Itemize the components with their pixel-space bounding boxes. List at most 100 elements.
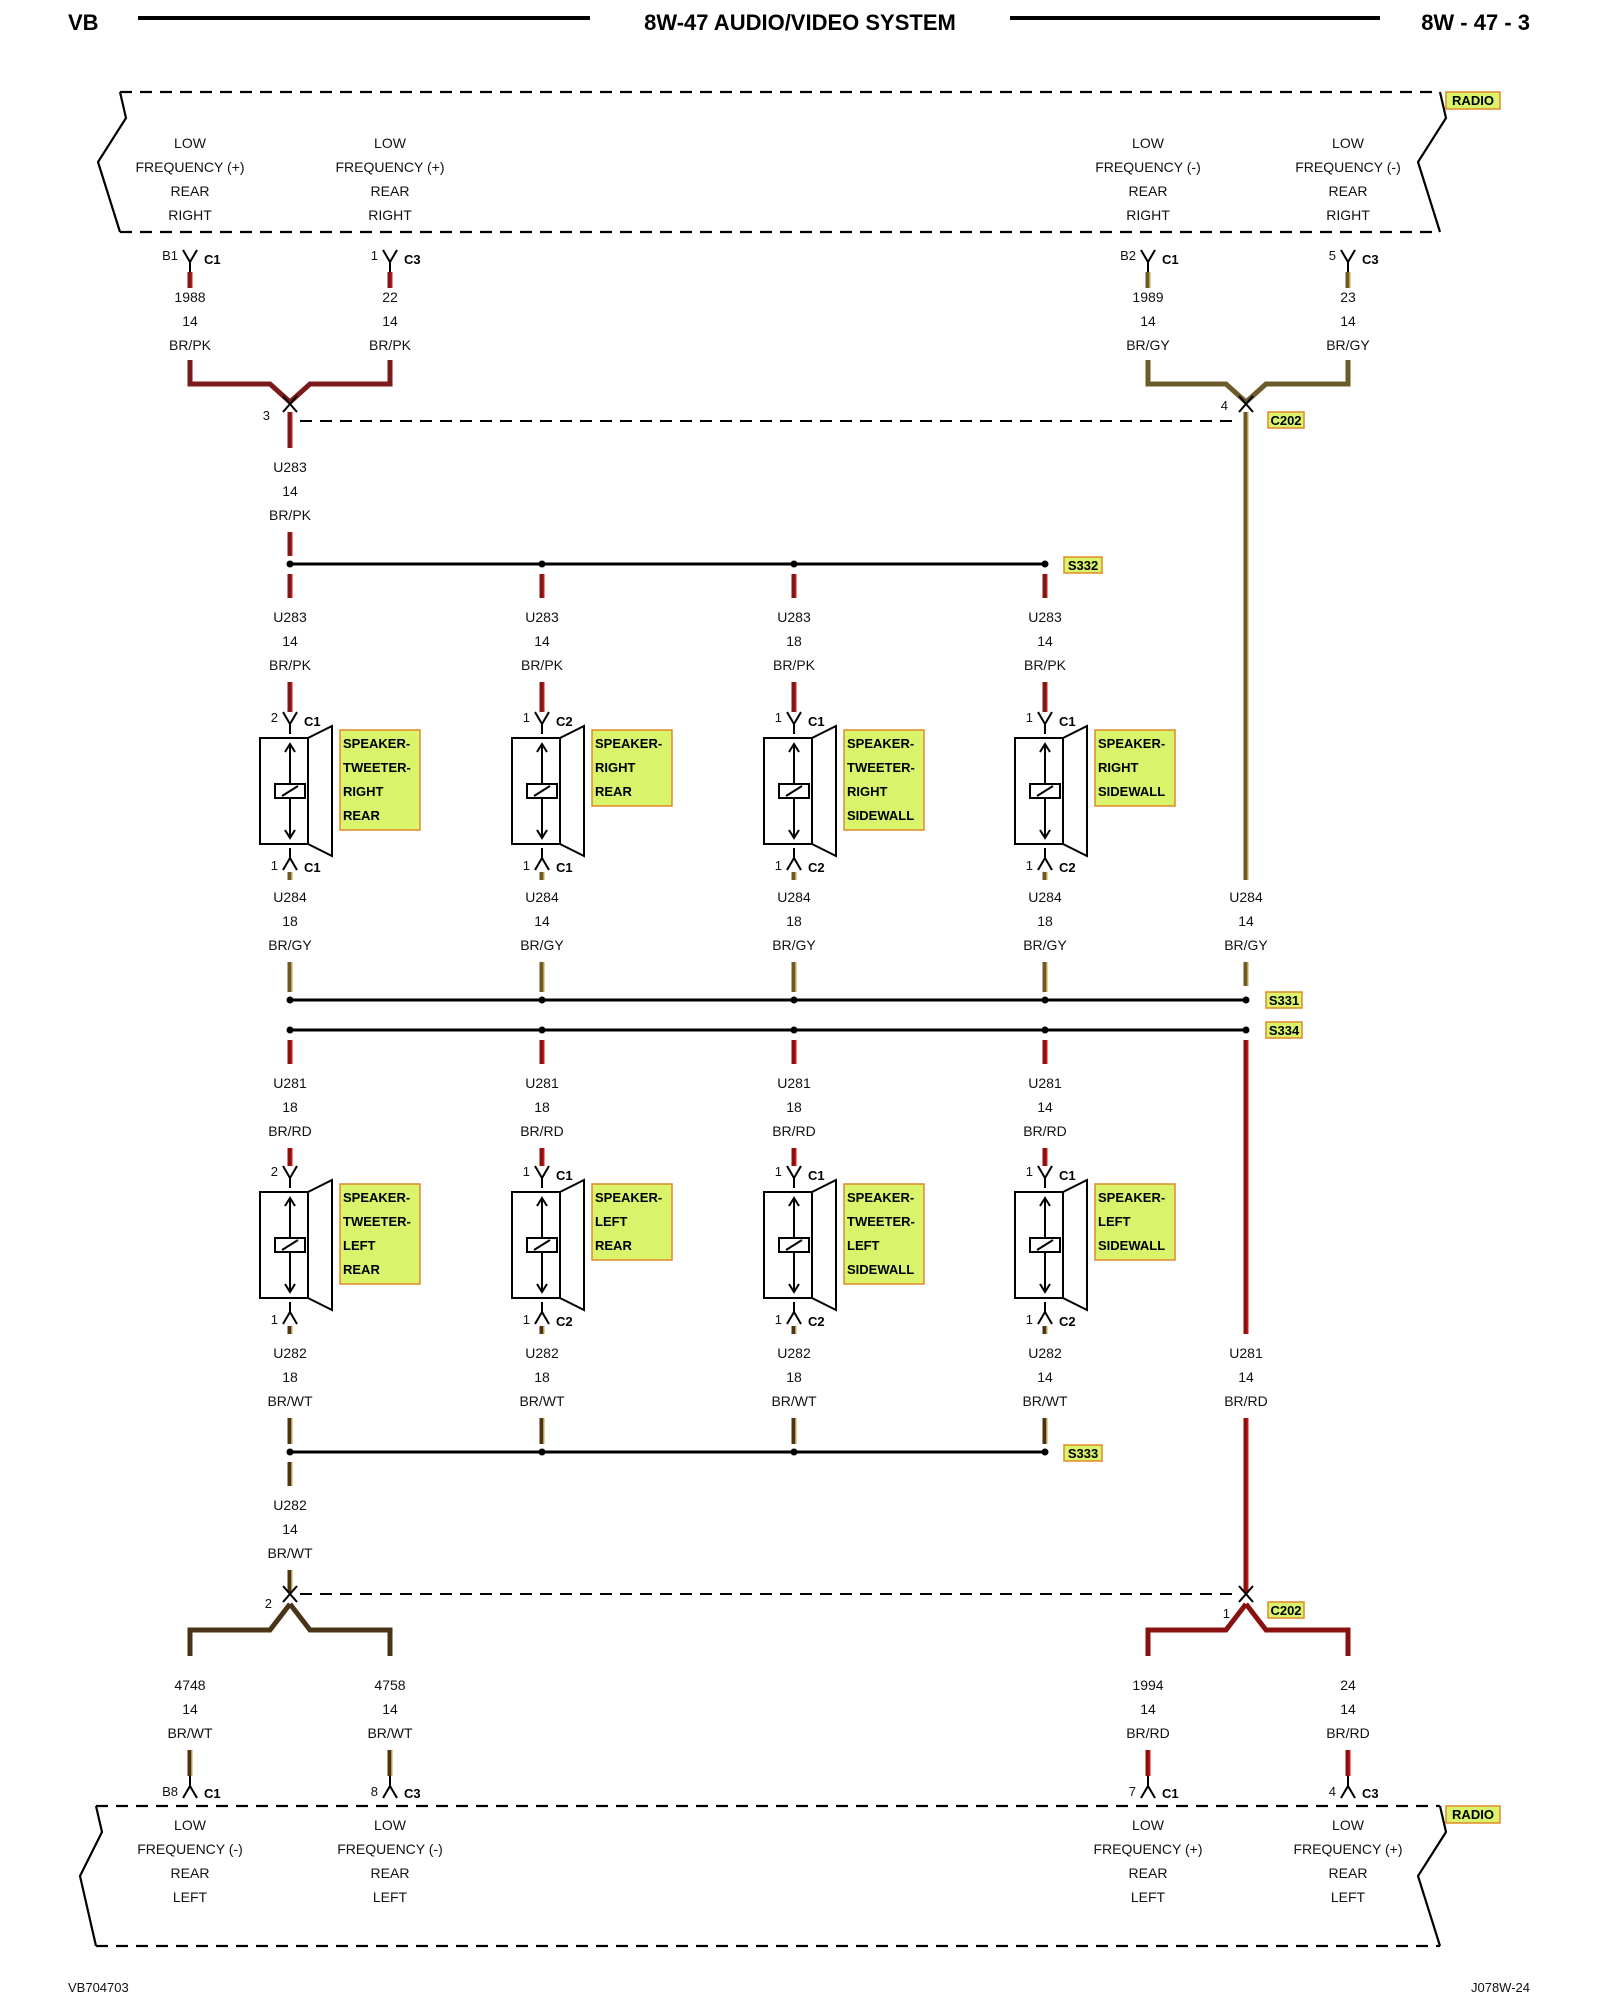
- right-speaker-bottom-gauge: 14: [534, 913, 550, 929]
- radio-bottom-connector-fork: [382, 1784, 398, 1799]
- wire-4748: [187, 1602, 292, 1656]
- radio-top-terminal-line4: RIGHT: [168, 207, 212, 223]
- u281-trunk-gauge: 14: [1238, 1369, 1254, 1385]
- left-speaker-4-speaker-arrow-up: [1039, 1196, 1051, 1207]
- left-speaker-3-label-line: LEFT: [847, 1238, 880, 1253]
- right-speaker-2-top-connector-fork: [534, 711, 550, 726]
- radio-bottom-border-left: [78, 1805, 104, 1947]
- radio-bottom-pin: B8: [162, 1784, 178, 1799]
- radio-bottom-conn: C1: [204, 1786, 221, 1801]
- left-speaker-top-gauge: 14: [1037, 1099, 1053, 1115]
- radio-top-connector-fork: [382, 249, 398, 264]
- splice-s331-dot: [538, 996, 546, 1004]
- right-speaker-4-label-line: SPEAKER-: [1098, 736, 1165, 751]
- radio-top-terminal-line1: LOW: [374, 135, 407, 151]
- right-speaker-2-bottom-conn: C1: [556, 860, 573, 875]
- left-speaker-2-top-connector-fork: [534, 1165, 550, 1180]
- left-speaker-2-top-pin: 1: [523, 1164, 530, 1179]
- radio-bottom-terminal-line1: LOW: [1132, 1817, 1165, 1833]
- left-speaker-3-label-line: TWEETER-: [847, 1214, 915, 1229]
- u281-trunk-circuit: U281: [1229, 1345, 1263, 1361]
- left-speaker-4-label-box: [1094, 1183, 1176, 1261]
- radio-top-wire-circuit: 22: [382, 289, 398, 305]
- right-speaker-3-top-pin: 1: [775, 710, 782, 725]
- radio-top-connector-fork: [1340, 249, 1356, 264]
- wire-1989: [1145, 360, 1248, 404]
- radio-top-terminal-line2: FREQUENCY (-): [1095, 159, 1201, 175]
- right-speaker-1-label-box: [339, 729, 421, 831]
- right-speaker-2-speaker-arrow-up: [536, 742, 548, 753]
- splice-s333-box: [1063, 1444, 1103, 1462]
- right-speaker-2-bottom-connector-fork: [534, 856, 550, 871]
- radio-bottom-wire-gauge: 14: [382, 1701, 398, 1717]
- right-speaker-bottom-color: BR/GY: [1023, 937, 1067, 953]
- left-speaker-3-top-pin: 1: [775, 1164, 782, 1179]
- radio-bottom-terminal-line2: FREQUENCY (-): [337, 1841, 443, 1857]
- radio-top-terminal-line2: FREQUENCY (+): [135, 159, 244, 175]
- right-speaker-top-gauge: 18: [786, 633, 802, 649]
- radio-bottom-label-box: [1445, 1805, 1501, 1824]
- right-speaker-top-circuit: U283: [273, 609, 307, 625]
- right-speaker-bottom-gauge: 18: [282, 913, 298, 929]
- left-speaker-1-speaker-cone: [307, 1178, 333, 1312]
- left-speaker-top-circuit: U281: [777, 1075, 811, 1091]
- right-speaker-3-label-line: SPEAKER-: [847, 736, 914, 751]
- radio-top-terminal-line4: RIGHT: [1126, 207, 1170, 223]
- left-speaker-1-label-line: REAR: [343, 1262, 380, 1277]
- wire-24: [1244, 1602, 1351, 1656]
- radio-top-connector-fork: [182, 249, 198, 264]
- u282-trunk-gauge: 14: [282, 1521, 298, 1537]
- splice-s333-dot: [538, 1448, 546, 1456]
- left-speaker-4-speaker-coil-slash: [1036, 1239, 1054, 1251]
- right-speaker-1-label-line: TWEETER-: [343, 760, 411, 775]
- splice-s333-dot: [790, 1448, 798, 1456]
- left-speaker-3-bottom-connector-fork: [786, 1310, 802, 1325]
- right-speaker-4-speaker-coil-slash: [1036, 785, 1054, 797]
- radio-top-border-right: [1416, 91, 1448, 233]
- left-speaker-1-label-box: [339, 1183, 421, 1285]
- right-speaker-top-gauge: 14: [282, 633, 298, 649]
- splice-s332-dot: [790, 560, 798, 568]
- left-speaker-4-speaker-cone: [1062, 1178, 1088, 1312]
- c202-top-right-pin: 4: [1221, 398, 1228, 413]
- c202-top-label: C202: [1270, 413, 1301, 428]
- radio-top-terminal-line1: LOW: [1132, 135, 1165, 151]
- left-speaker-top-color: BR/RD: [1023, 1123, 1067, 1139]
- right-speaker-top-circuit: U283: [525, 609, 559, 625]
- radio-bottom-terminal-line4: LEFT: [373, 1889, 408, 1905]
- radio-top-wire-circuit: 23: [1340, 289, 1356, 305]
- wire-22: [288, 360, 393, 404]
- splice-s332-label: S332: [1068, 558, 1098, 573]
- left-speaker-3-label-box: [843, 1183, 925, 1285]
- right-speaker-1-bottom-connector-fork: [282, 856, 298, 871]
- header-left: VB: [68, 10, 99, 35]
- radio-top-pin: B2: [1120, 248, 1136, 263]
- radio-top-border-left: [96, 91, 128, 233]
- left-speaker-1-top-pin: 2: [271, 1164, 278, 1179]
- right-speaker-top-color: BR/PK: [521, 657, 564, 673]
- left-speaker-bottom-gauge: 18: [786, 1369, 802, 1385]
- radio-bottom-pin: 7: [1129, 1784, 1136, 1799]
- splice-s334-dot: [538, 1026, 546, 1034]
- radio-top-wire-color: BR/PK: [369, 337, 412, 353]
- left-speaker-1-speaker-arrow-up: [284, 1196, 296, 1207]
- left-speaker-4-label-line: SIDEWALL: [1098, 1238, 1165, 1253]
- radio-bottom-terminal-line2: FREQUENCY (+): [1093, 1841, 1202, 1857]
- right-speaker-2-top-pin: 1: [523, 710, 530, 725]
- left-speaker-top-circuit: U281: [1028, 1075, 1062, 1091]
- right-speaker-4-label-line: SIDEWALL: [1098, 784, 1165, 799]
- wire-1994: [1145, 1602, 1248, 1656]
- left-speaker-1-speaker-coil-slash: [281, 1239, 299, 1251]
- u281-trunk-color: BR/RD: [1224, 1393, 1268, 1409]
- radio-top-conn: C3: [404, 252, 421, 267]
- radio-bottom-terminal-line3: REAR: [1329, 1865, 1368, 1881]
- splice-s331-box: [1265, 991, 1303, 1009]
- right-speaker-4-speaker-arrow-up: [1039, 742, 1051, 753]
- left-speaker-2-top-conn: C1: [556, 1168, 573, 1183]
- right-speaker-top-circuit: U283: [777, 609, 811, 625]
- radio-bottom-terminal-line3: REAR: [1129, 1865, 1168, 1881]
- right-speaker-3-speaker-arrow-up: [788, 742, 800, 753]
- radio-bottom-conn: C3: [1362, 1786, 1379, 1801]
- right-speaker-3-bottom-connector-fork: [786, 856, 802, 871]
- left-speaker-top-gauge: 18: [786, 1099, 802, 1115]
